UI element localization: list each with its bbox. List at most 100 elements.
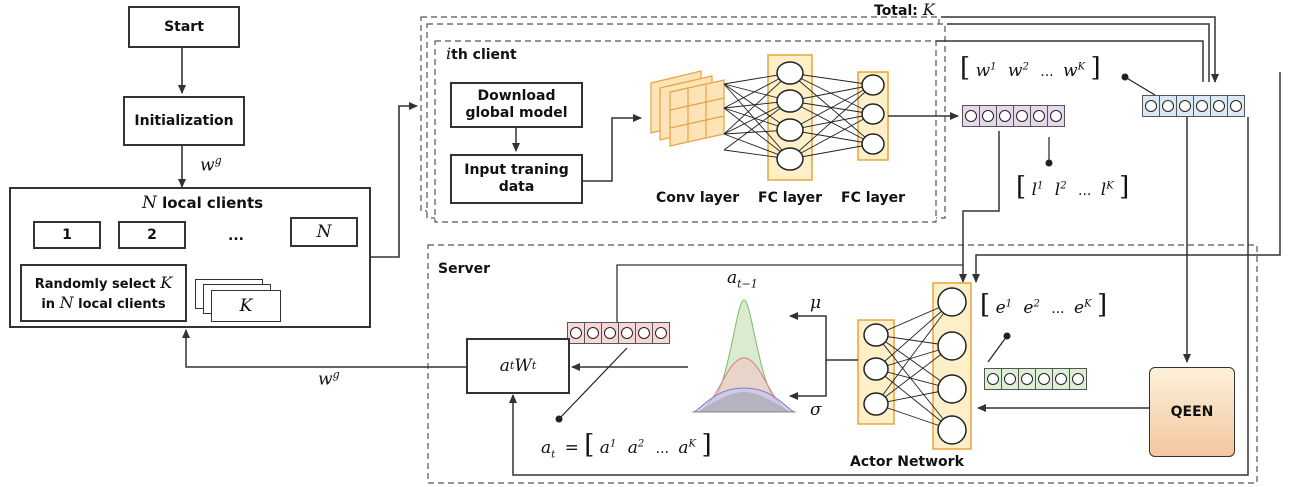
download-box: Download global model bbox=[450, 82, 583, 128]
pointer-a-dot bbox=[555, 415, 563, 423]
ith-client-label: ith client bbox=[446, 44, 517, 63]
sigma-label: σ bbox=[810, 400, 822, 420]
pointer-e bbox=[987, 335, 1008, 363]
arrow-total-2 bbox=[947, 23, 1210, 82]
client-1-box: 1 bbox=[33, 221, 101, 249]
server-panel bbox=[427, 244, 1258, 484]
vector-cell bbox=[984, 368, 1002, 390]
client-n-box: N bbox=[290, 217, 358, 247]
vector-dot bbox=[982, 110, 994, 122]
vector-cell bbox=[1159, 95, 1177, 117]
wg-label: wg bbox=[200, 154, 222, 176]
vector-dot bbox=[1179, 100, 1191, 112]
arrow-input-conv bbox=[583, 114, 642, 182]
pointer-l-dot bbox=[1045, 159, 1053, 167]
vector-cell bbox=[618, 322, 636, 344]
server-label: Server bbox=[438, 261, 491, 277]
a-prev-label: at−1 bbox=[727, 268, 758, 291]
initialization-box: Initialization bbox=[123, 96, 245, 146]
vector-cell bbox=[962, 105, 980, 127]
green-vector bbox=[984, 368, 1087, 390]
fc2-neurons bbox=[861, 74, 885, 155]
vector-cell bbox=[1227, 95, 1245, 117]
vector-cell bbox=[996, 105, 1014, 127]
vector-cell bbox=[1142, 95, 1160, 117]
actor-hidden-neurons bbox=[937, 287, 967, 445]
input-data-box: Input traning data bbox=[450, 154, 583, 204]
actor-connections bbox=[875, 301, 953, 431]
vector-dot bbox=[1230, 100, 1242, 112]
vector-dot bbox=[638, 327, 650, 339]
vector-cell bbox=[1052, 368, 1070, 390]
vector-cell bbox=[1047, 105, 1065, 127]
vector-dot bbox=[621, 327, 633, 339]
vector-cell bbox=[1210, 95, 1228, 117]
arrow-total-3 bbox=[936, 40, 1204, 82]
w-set: [ w1 w2 ... wK ] bbox=[960, 53, 1101, 83]
actor-input-neurons bbox=[863, 323, 889, 416]
line-a-prev bbox=[616, 264, 963, 322]
arrow-blue-actor bbox=[972, 72, 1281, 283]
arrow-bottom-loop bbox=[509, 117, 1249, 476]
vector-dot bbox=[1162, 100, 1174, 112]
fc-fc-connections bbox=[789, 72, 874, 160]
fc1-neurons bbox=[776, 61, 804, 171]
vector-dot bbox=[1145, 100, 1157, 112]
conv-layer bbox=[650, 70, 725, 147]
vector-dot bbox=[965, 110, 977, 122]
vector-dot bbox=[1055, 373, 1067, 385]
vector-cell bbox=[584, 322, 602, 344]
fc-layer-1-label: FC layer bbox=[758, 190, 823, 206]
vector-cell bbox=[1176, 95, 1194, 117]
start-box: Start bbox=[128, 6, 240, 48]
vector-dot bbox=[999, 110, 1011, 122]
vector-dot bbox=[987, 373, 999, 385]
vector-dot bbox=[1196, 100, 1208, 112]
vector-cell bbox=[635, 322, 653, 344]
vector-cell bbox=[1001, 368, 1019, 390]
wg-out-label: wg bbox=[318, 368, 340, 390]
arrow-sigma bbox=[789, 360, 827, 400]
vector-cell bbox=[652, 322, 670, 344]
client-2-box: 2 bbox=[118, 221, 186, 249]
vector-cell bbox=[1018, 368, 1036, 390]
actor-network-label: Actor Network bbox=[850, 454, 964, 470]
pointer-a bbox=[558, 347, 628, 420]
pink-vector bbox=[567, 322, 670, 344]
vector-dot bbox=[604, 327, 616, 339]
vector-dot bbox=[1213, 100, 1225, 112]
vector-dot bbox=[655, 327, 667, 339]
pointer-w bbox=[1124, 76, 1156, 96]
vector-dot bbox=[1004, 373, 1016, 385]
vector-dot bbox=[1050, 110, 1062, 122]
conv-layer-label: Conv layer bbox=[656, 190, 740, 206]
k-stack-card-3: K bbox=[211, 290, 281, 322]
vector-dot bbox=[1038, 373, 1050, 385]
vector-dot bbox=[1072, 373, 1084, 385]
fc-layer-2-label: FC layer bbox=[841, 190, 906, 206]
arrow-total-1 bbox=[941, 16, 1219, 83]
vector-dot bbox=[1016, 110, 1028, 122]
vector-cell bbox=[1193, 95, 1211, 117]
vector-cell bbox=[601, 322, 619, 344]
vector-dot bbox=[587, 327, 599, 339]
e-set: [ e1 e2 ... eK ] bbox=[980, 290, 1108, 320]
a-set: at = [ a1 a2 ... aK ] bbox=[541, 430, 712, 461]
vector-dot bbox=[1021, 373, 1033, 385]
arrow-mu bbox=[789, 312, 858, 361]
qeen-box: QEEN bbox=[1149, 367, 1235, 457]
vector-cell bbox=[1035, 368, 1053, 390]
vector-cell bbox=[1069, 368, 1087, 390]
gaussian-distributions bbox=[692, 299, 796, 413]
vector-cell bbox=[979, 105, 997, 127]
purple-vector bbox=[962, 105, 1065, 127]
vector-dot bbox=[570, 327, 582, 339]
vector-dot bbox=[1033, 110, 1045, 122]
arrow-purple-actor bbox=[959, 131, 1000, 283]
mu-label: μ bbox=[810, 293, 822, 313]
vector-cell bbox=[1013, 105, 1031, 127]
blue-vector bbox=[1142, 95, 1245, 117]
pointer-e-dot bbox=[1003, 332, 1011, 340]
